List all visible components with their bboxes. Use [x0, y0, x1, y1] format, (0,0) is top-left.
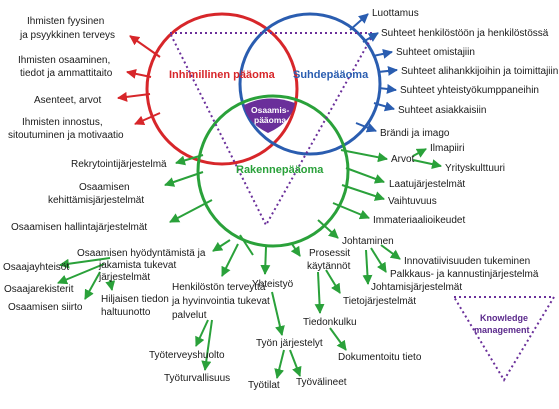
struct-item-workspaces: Työtilat	[248, 380, 280, 391]
struct-item-wellbeing-line3: palvelut	[172, 310, 207, 321]
structural-capital-circle	[196, 94, 350, 248]
struct-item-quality-systems: Laatujärjestelmät	[389, 179, 465, 190]
struct-item-utilization-line2: jakamista tukevat	[98, 260, 176, 271]
struct-item-work-tools: Työvälineet	[296, 377, 347, 388]
struct-item-information-systems: Tietojärjestelmät	[343, 296, 416, 307]
relational-capital-labels: Luottamus Suhteet henkilöstöön ja henkil…	[372, 8, 558, 139]
human-item-skills-line1: Ihmisten osaaminen,	[18, 55, 110, 66]
struct-item-tacit-line2: haltuunotto	[101, 307, 151, 318]
relation-item-trust: Luottamus	[372, 8, 419, 19]
struct-item-cooperation: Yhteistyö	[252, 279, 294, 290]
human-item-health-line2: ja psyykkinen terveys	[19, 30, 115, 41]
relation-item-customers: Suhteet asiakkaisiin	[398, 105, 486, 116]
human-capital-title: Inhimillinen pääoma	[169, 69, 276, 81]
struct-item-development-line1: Osaamisen	[79, 182, 130, 193]
relational-capital-title: Suhdepääoma	[293, 69, 369, 81]
human-item-motivation-line2: sitoutuminen ja motivaatio	[8, 130, 124, 141]
struct-item-ip-rights: Immateriaalioikeudet	[373, 215, 465, 226]
relation-item-brand: Brändi ja imago	[380, 128, 450, 139]
struct-item-corporate-culture: Yrityskulttuuri	[445, 163, 505, 174]
relational-capital-arrows	[349, 13, 398, 133]
struct-item-innovation: Innovatiivisuuden tukeminen	[404, 256, 530, 267]
struct-item-work-arrangements: Työn järjestelyt	[256, 338, 323, 349]
structural-capital-title: Rakennepääoma	[236, 164, 324, 176]
relation-item-suppliers: Suhteet alihankkijoihin ja toimittajiin	[401, 66, 558, 77]
structural-capital-labels: Rekrytointijärjestelmä Osaamisen kehittä…	[3, 143, 539, 391]
struct-item-turnover: Vaihtuvuus	[388, 196, 437, 207]
legend-label-line1: Knowledge	[480, 313, 528, 323]
struct-item-processes-line1: Prosessit	[309, 248, 350, 259]
struct-item-recruitment: Rekrytointijärjestelmä	[71, 159, 167, 170]
legend-triangle	[452, 296, 556, 382]
struct-item-development-line2: kehittämisjärjestelmät	[48, 195, 144, 206]
relational-capital-circle	[238, 12, 382, 156]
relation-item-partners: Suhteet yhteistyökumppaneihin	[400, 85, 539, 96]
structural-capital-arrows	[57, 148, 442, 379]
knowledge-management-legend: Knowledge management	[452, 296, 556, 382]
relation-item-staff: Suhteet henkilöstöön ja henkilöstössä	[381, 28, 549, 39]
struct-item-management: Osaamisen hallintajärjestelmät	[11, 222, 147, 233]
knowledge-capital-label-line2: pääoma	[254, 115, 286, 125]
human-capital-arrows	[117, 35, 161, 125]
struct-item-occupational-health: Työterveyshuolto	[149, 350, 225, 361]
struct-item-wellbeing-line1: Henkilöstön terveyttä	[172, 282, 266, 293]
struct-item-values: Arvot	[391, 154, 415, 165]
human-item-health-line1: Ihmisten fyysinen	[27, 16, 104, 27]
struct-item-tacit-line1: Hiljaisen tiedon	[101, 294, 169, 305]
human-item-motivation-line1: Ihmisten innostus,	[22, 117, 103, 128]
human-capital-labels: Ihmisten fyysinen ja psyykkinen terveys …	[8, 16, 124, 141]
struct-item-communities: Osaajayhteisöt	[3, 262, 69, 273]
human-item-skills-line2: tiedot ja ammattitaito	[20, 68, 113, 79]
legend-label-line2: management	[474, 325, 530, 335]
struct-item-information-flow: Tiedonkulku	[303, 317, 357, 328]
struct-item-wellbeing-line2: ja hyvinvointia tukevat	[171, 296, 270, 307]
human-capital-circle	[145, 12, 299, 166]
struct-item-utilization-line3: järjestelmät	[98, 272, 150, 283]
struct-item-registers: Osaajarekisterit	[4, 284, 74, 295]
struct-item-work-safety: Työturvallisuus	[164, 373, 230, 384]
relation-item-owners: Suhteet omistajiin	[396, 47, 475, 58]
struct-item-leadership: Johtaminen	[342, 236, 394, 247]
struct-item-documented-knowledge: Dokumentoitu tieto	[338, 352, 422, 363]
struct-item-transfer: Osaamisen siirto	[8, 302, 83, 313]
struct-item-atmosphere: Ilmapiiri	[430, 143, 464, 154]
human-item-attitudes: Asenteet, arvot	[34, 95, 101, 106]
knowledge-capital-intersection	[244, 98, 295, 133]
struct-item-utilization-line1: Osaamisen hyödyntämistä ja	[77, 248, 206, 259]
struct-item-compensation: Palkkaus- ja kannustinjärjestelmä	[390, 269, 539, 280]
knowledge-management-triangle	[168, 32, 376, 228]
struct-item-processes-line2: käytännöt	[307, 261, 351, 272]
struct-item-management-systems: Johtamisjärjestelmät	[371, 282, 462, 293]
knowledge-capital-label-line1: Osaamis-	[251, 105, 289, 115]
